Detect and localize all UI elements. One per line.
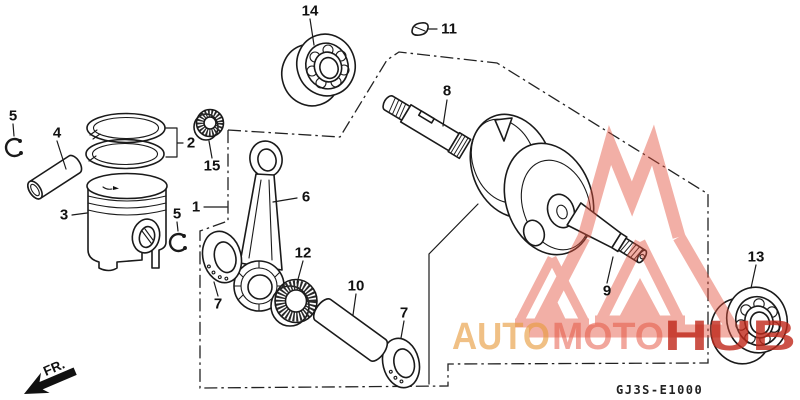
assembly-boundary [199,51,709,389]
callout-7: 7 [399,304,409,322]
callout-4: 4 [52,124,62,142]
callout-12: 12 [294,244,312,262]
front-direction-marker: FR. [24,357,77,394]
circlip-5-right [168,232,187,253]
callout-5: 5 [172,205,182,223]
needle-bearing-12 [270,278,318,327]
callout-14: 14 [301,2,319,20]
callout-15: 15 [203,157,221,175]
crankshaft-left-shaft [382,95,472,160]
watermark-triangle-logo [515,124,740,338]
callout-leader-lines [12,18,757,339]
piston-pin-4 [27,154,83,200]
callout-8: 8 [442,82,452,100]
watermark-word-hub: HUB [664,312,796,360]
piston-direction-mark [113,186,119,190]
ball-bearing-13 [709,286,789,365]
piston-3 [86,172,168,272]
thrust-washer-7-right [381,337,421,389]
callout-10: 10 [347,277,365,295]
callout-5: 5 [8,107,18,125]
piston-ring-set-2 [85,112,166,170]
circlip-5-left [4,137,23,158]
drawing-code: GJ3S-E1000 [616,383,704,397]
callout-11: 11 [441,20,457,38]
callout-7: 7 [213,295,223,313]
callout-1: 1 [191,198,201,216]
crankshaft-right-shaft [566,202,648,264]
thrust-washer-7-left [201,230,243,284]
crankshaft [382,95,648,264]
ball-bearing-14 [281,33,356,107]
connecting-rod-6 [233,140,285,312]
watermark-word-moto: MOTO [552,316,664,358]
callout-3: 3 [59,206,69,224]
needle-bearing-15 [193,108,225,141]
woodruff-key-11 [411,22,429,36]
front-arrow-icon [24,367,77,394]
callout-9: 9 [602,282,612,300]
callout-2: 2 [186,134,196,152]
watermark-word-auto: AUTO [452,316,550,358]
assembly-pointer-line [428,203,479,385]
callout-6: 6 [301,188,311,206]
crank-pin-10 [312,298,389,362]
callout-13: 13 [747,248,765,266]
